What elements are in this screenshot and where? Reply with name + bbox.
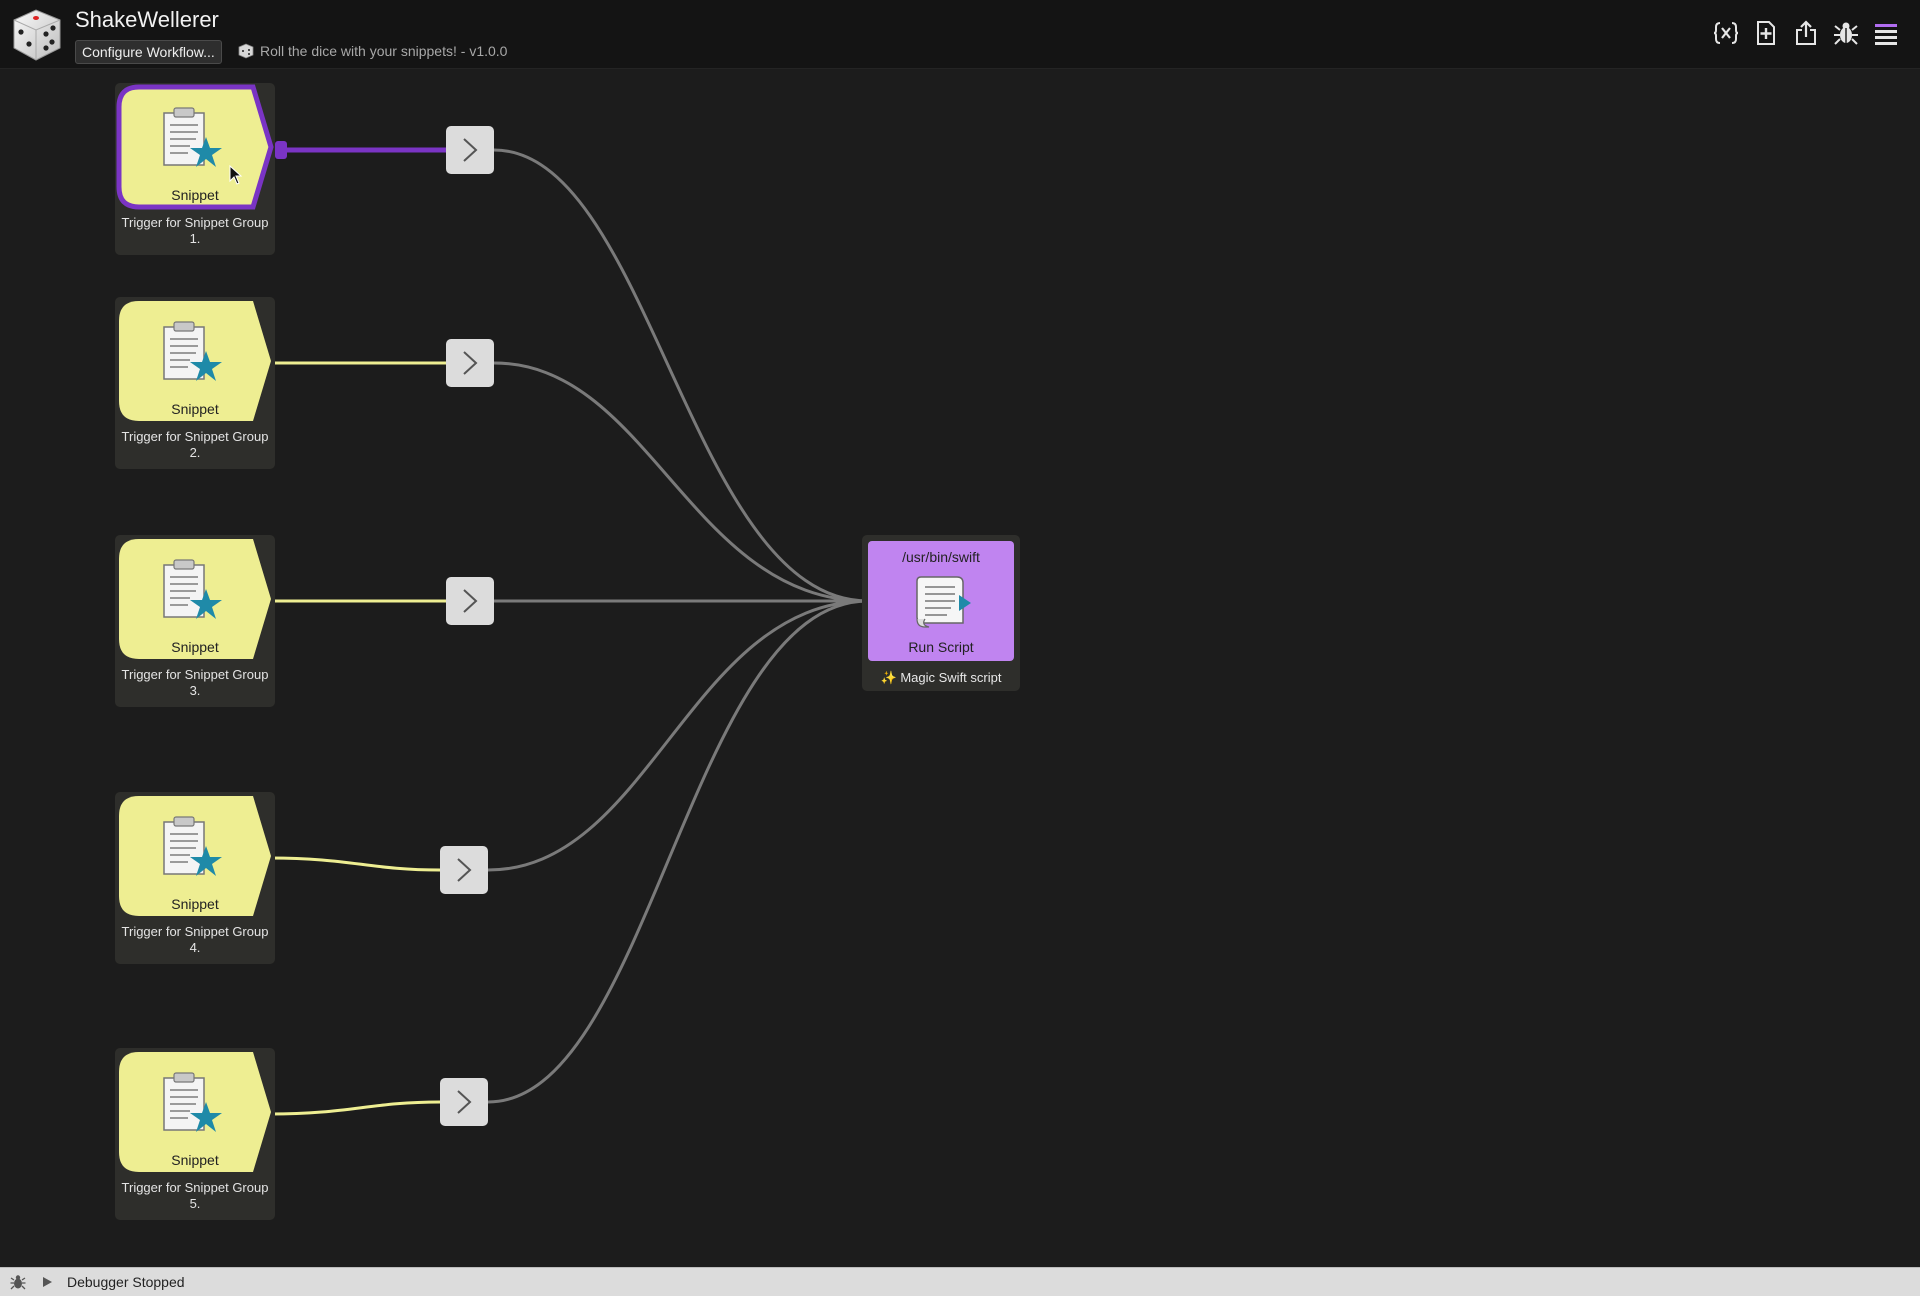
chevron-right-icon — [463, 351, 478, 375]
connection-wires — [269, 141, 869, 1116]
node-title: Snippet — [171, 401, 219, 417]
node-title: Snippet — [171, 639, 219, 655]
snippet-trigger-node-3[interactable]: Snippet Trigger for Snippet Group 3. — [115, 535, 275, 707]
variables-icon — [1713, 22, 1739, 44]
bug-icon — [1834, 22, 1858, 45]
node-description: ✨ Magic Swift script — [880, 670, 1002, 685]
snippet-clipboard-icon — [163, 321, 222, 381]
bug-icon — [10, 1275, 26, 1290]
node-description: Trigger for Snippet Group 4. — [121, 924, 269, 955]
script-language-path: /usr/bin/swift — [902, 549, 980, 565]
workflow-subtitle: Roll the dice with your snippets! - v1.0… — [260, 43, 508, 59]
wire-4 — [269, 856, 441, 872]
snippet-clipboard-icon — [163, 559, 222, 619]
export-icon — [1796, 20, 1816, 45]
snippet-trigger-node-1[interactable]: Snippet Trigger for Snippet Group 1. — [115, 83, 275, 255]
menu-button[interactable] — [1872, 18, 1900, 48]
connection-config-button-3[interactable] — [446, 577, 494, 625]
chevron-right-icon — [457, 1090, 472, 1114]
wire-5-out — [487, 599, 869, 1104]
debugger-status-text: Debugger Stopped — [67, 1274, 185, 1290]
run-script-body: /usr/bin/swift Run Script — [868, 541, 1014, 661]
play-icon[interactable] — [40, 1275, 54, 1289]
snippet-trigger-node-2[interactable]: Snippet Trigger for Snippet Group 2. — [115, 297, 275, 469]
node-title: Snippet — [171, 896, 219, 912]
workflow-title: ShakeWellerer — [75, 7, 219, 32]
wire-4-out — [487, 599, 869, 872]
connection-config-button-2[interactable] — [446, 339, 494, 387]
snippet-clipboard-icon — [163, 107, 222, 167]
connection-config-button-4[interactable] — [440, 846, 488, 894]
mouse-cursor-icon — [229, 165, 243, 185]
menu-icon — [1875, 24, 1897, 45]
variables-button[interactable] — [1712, 18, 1740, 48]
script-scroll-icon — [916, 576, 971, 628]
node-title: Snippet — [171, 1152, 219, 1168]
configure-workflow-button[interactable]: Configure Workflow... — [75, 40, 222, 64]
wire-1-out — [493, 148, 869, 603]
toolbar — [1712, 18, 1900, 48]
dice-icon — [238, 43, 254, 59]
debugger-button[interactable] — [1832, 18, 1860, 48]
chevron-right-icon — [463, 589, 478, 613]
node-title: Snippet — [171, 187, 219, 203]
wire-handle — [275, 141, 287, 159]
workflow-header: ShakeWellerer Configure Workflow... Roll… — [0, 0, 1920, 69]
export-button[interactable] — [1792, 18, 1820, 48]
chevron-right-icon — [463, 138, 478, 162]
node-description: Trigger for Snippet Group 1. — [121, 215, 269, 246]
node-title: Run Script — [908, 639, 974, 655]
node-description: Trigger for Snippet Group 3. — [121, 667, 269, 698]
dice-app-icon — [13, 9, 61, 61]
snippet-clipboard-icon — [163, 1072, 222, 1132]
node-description: Trigger for Snippet Group 2. — [121, 429, 269, 460]
connection-config-button-1[interactable] — [446, 126, 494, 174]
chevron-right-icon — [457, 858, 472, 882]
snippet-trigger-node-5[interactable]: Snippet Trigger for Snippet Group 5. — [115, 1048, 275, 1220]
add-object-icon — [1757, 21, 1775, 45]
add-object-button[interactable] — [1752, 18, 1780, 48]
wire-2-out — [493, 361, 869, 603]
run-script-node[interactable]: /usr/bin/swift Run Script ✨ Magic Swift … — [862, 535, 1020, 691]
workflow-canvas[interactable]: Snippet Trigger for Snippet Group 1. Sni… — [0, 69, 1920, 1269]
snippet-clipboard-icon — [163, 816, 222, 876]
snippet-trigger-node-4[interactable]: Snippet Trigger for Snippet Group 4. — [115, 792, 275, 964]
debugger-status-bar: Debugger Stopped — [0, 1267, 1920, 1296]
node-description: Trigger for Snippet Group 5. — [121, 1180, 269, 1211]
connection-config-button-5[interactable] — [440, 1078, 488, 1126]
wire-5 — [269, 1100, 441, 1116]
